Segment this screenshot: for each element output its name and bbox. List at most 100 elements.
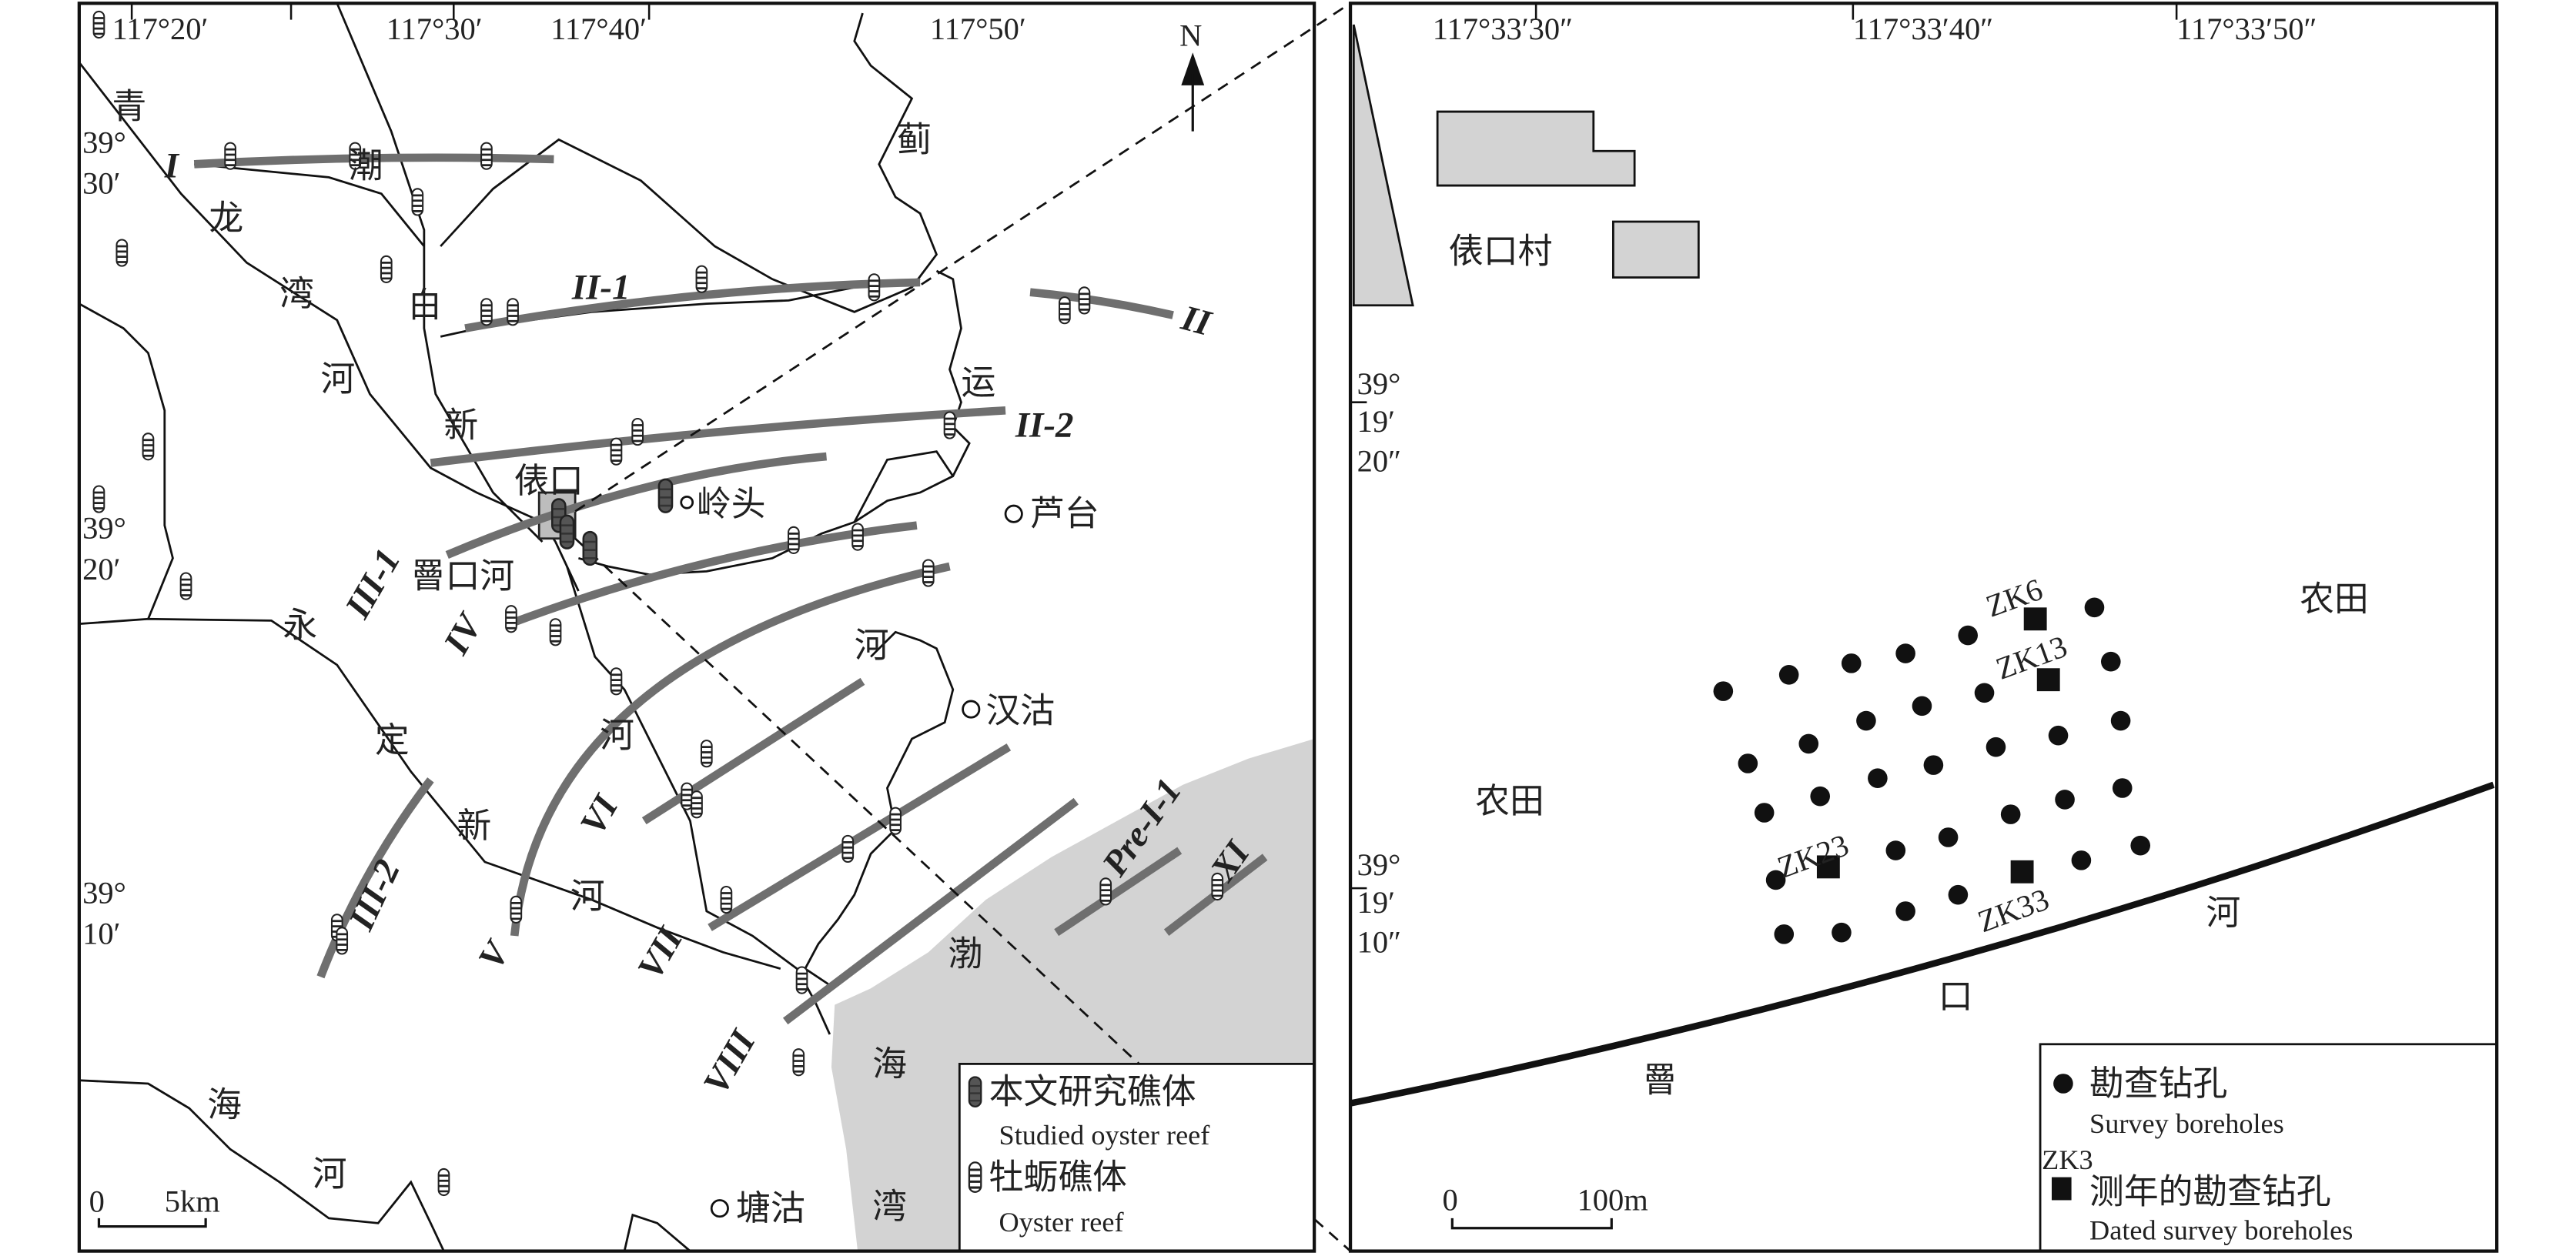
fault-label: VI: [573, 787, 627, 841]
lon-ticks: [1534, 3, 2178, 20]
place-label: 塘沽: [736, 1189, 805, 1228]
survey-borehole-marker: [2071, 850, 2092, 870]
oyster-reef-icon: [506, 297, 520, 326]
studied-reef-icon: [657, 478, 674, 513]
oyster-reef-icon: [92, 485, 105, 513]
oyster-reef-icon: [795, 966, 808, 995]
survey-borehole-marker: [2084, 597, 2105, 618]
river-char: 河: [2206, 894, 2241, 932]
oyster-reef-icon: [1078, 286, 1091, 315]
fault-line-I: [193, 153, 554, 169]
river-char: 白: [408, 286, 443, 325]
lat-label: 39°: [1357, 366, 1401, 401]
fault-label: II-1: [571, 267, 631, 307]
scale-length: 100m: [1577, 1182, 1648, 1217]
fault-line-VII: [708, 743, 1012, 931]
oyster-reef-icon: [690, 790, 704, 819]
oyster-reef-icon: [142, 432, 155, 461]
fault-line-Pre-I-1: [1054, 847, 1183, 937]
place-label: 岭头: [697, 485, 766, 523]
survey-borehole-marker: [1974, 683, 1995, 703]
survey-borehole-marker: [1841, 653, 1862, 673]
survey-borehole-marker: [2130, 835, 2150, 856]
survey-borehole-marker: [1810, 786, 1830, 807]
fault-label: II: [1176, 298, 1216, 344]
lat-label: 19′: [1357, 885, 1395, 920]
fault-line-II-2: [430, 406, 1006, 467]
lon-label: 117°20′: [112, 12, 209, 46]
borehole-label: ZK23: [1773, 827, 1853, 885]
oyster-reef-icon: [179, 572, 192, 601]
survey-borehole-marker: [1738, 753, 1758, 773]
survey-borehole-marker: [2048, 725, 2069, 746]
lon-label: 117°33′50″: [2176, 12, 2317, 46]
lat-label: 20′: [82, 552, 120, 586]
oyster-reef-icon: [631, 417, 644, 446]
place-names: 俵口 岭头 芦台 罾口河 汉沽 塘沽: [411, 462, 1099, 1228]
zengkou-river-line: [1350, 781, 2495, 1107]
oyster-reef-icon: [922, 559, 935, 587]
scale-bar: 0 100m: [1443, 1182, 1648, 1230]
fault-line-VI: [641, 677, 865, 825]
studied-reef-icon: [559, 514, 575, 550]
survey-borehole-marker: [1856, 710, 1876, 731]
survey-borehole-marker: [1832, 922, 1852, 943]
place-label: 汉沽: [985, 692, 1055, 730]
legend-label-en: Studied oyster reef: [999, 1120, 1211, 1151]
river-char: 湾: [279, 275, 314, 313]
lat-label: 39°: [82, 511, 126, 546]
oyster-reef-icon: [680, 782, 694, 811]
place-label: 罾口河: [411, 557, 514, 596]
river-char: 河: [570, 877, 605, 916]
legend-tag: ZK3: [2042, 1144, 2093, 1175]
lon-label: 117°33′40″: [1853, 12, 1993, 46]
river-char: 罾: [1643, 1061, 1678, 1100]
scale-zero: 0: [1443, 1182, 1458, 1217]
fault-line-V: [510, 562, 951, 937]
oyster-reef-icon: [720, 885, 733, 914]
river-char: 蓟: [897, 120, 932, 159]
fault-label: II-2: [1015, 405, 1074, 445]
right-legend: 勘查钻孔 Survey boreholes ZK3 测年的勘查钻孔 Dated …: [2039, 1043, 2498, 1252]
survey-borehole-marker: [1754, 803, 1775, 823]
oyster-reef-icon: [510, 895, 523, 924]
farmland-label: 农田: [2300, 580, 2369, 619]
oyster-reef-icon: [610, 666, 623, 696]
survey-borehole-marker: [1765, 870, 1786, 890]
lat-label: 20″: [1357, 443, 1401, 478]
oyster-reef-icon: [437, 1167, 450, 1197]
legend-label-cn: 测年的勘查钻孔: [2089, 1173, 2331, 1211]
river-char: 青: [112, 88, 147, 126]
oyster-reef-icon: [480, 142, 493, 171]
lat-label: 19′: [1357, 404, 1395, 439]
oyster-reef-icon: [968, 1161, 982, 1194]
dated-borehole-marker: [1816, 855, 1840, 879]
sea-char: 海: [872, 1044, 907, 1083]
oyster-reef-icon: [868, 272, 881, 302]
fault-label: VIII: [696, 1023, 764, 1101]
fault-line-VIII: [782, 797, 1079, 1025]
fault-label: III-2: [341, 853, 408, 937]
river-char: 新: [443, 406, 478, 444]
studied-reef-icon: [968, 1076, 982, 1108]
dated-borehole-marker: [2036, 668, 2060, 692]
river-char: 海: [207, 1086, 242, 1124]
survey-borehole-marker: [2110, 710, 2131, 731]
river-char: 河: [320, 360, 355, 399]
legend-label-cn: 牡蛎礁体: [989, 1158, 1127, 1197]
legend-label-en: Dated survey boreholes: [2089, 1215, 2353, 1246]
survey-boreholes: [1713, 597, 2150, 944]
oyster-reef-icon: [223, 142, 237, 171]
regional-map: 117°20′ 117°30′ 117°40′ 117°50′ 39° 30′ …: [77, 2, 1351, 1253]
fault-label: III-1: [337, 543, 408, 626]
zoom-connector-top: [558, 2, 1351, 523]
north-label: N: [1179, 18, 1202, 53]
sea-char: 渤: [948, 934, 982, 973]
dated-borehole-marker: [2010, 860, 2034, 884]
oyster-reef-icon: [610, 437, 623, 466]
dated-boreholes: ZK6 ZK13 ZK23 ZK33: [1773, 572, 2072, 939]
river-char: 永: [283, 606, 317, 645]
north-arrow: N: [1179, 18, 1205, 132]
lat-label: 10′: [82, 917, 120, 951]
fault-line-II-1: [464, 278, 921, 332]
